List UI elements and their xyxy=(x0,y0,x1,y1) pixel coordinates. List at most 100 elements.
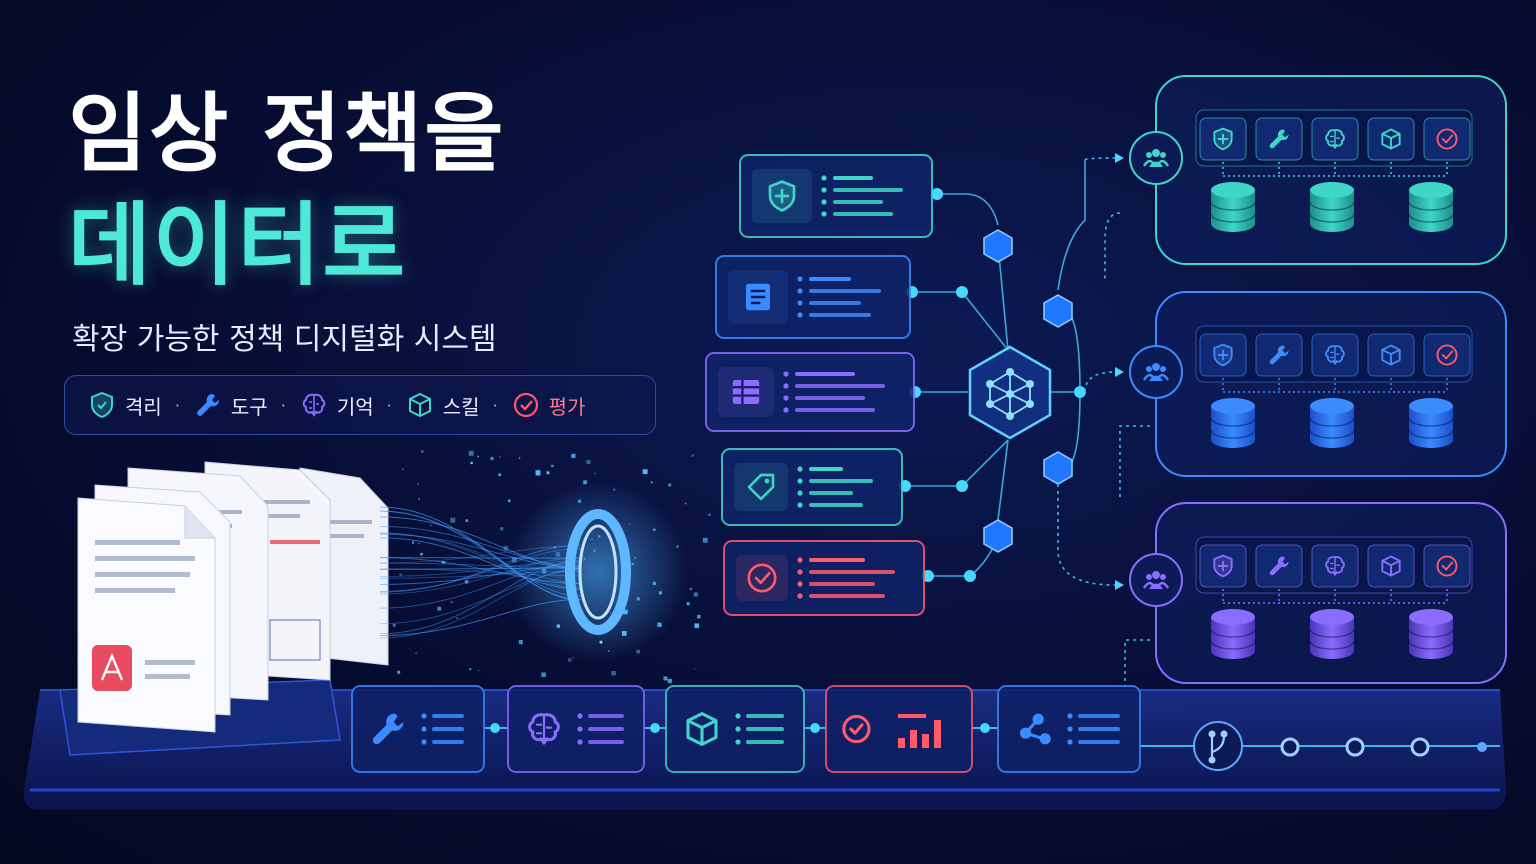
pipeline-card xyxy=(997,685,1141,773)
brain-icon xyxy=(528,713,560,745)
tag-skill: 스킬 xyxy=(405,390,480,420)
tenant-panel xyxy=(1129,75,1507,265)
text-lines xyxy=(1067,713,1120,745)
database-icon xyxy=(1408,398,1454,448)
shield-icon xyxy=(1213,127,1233,151)
pipeline-dots xyxy=(490,723,990,733)
check-circle-icon xyxy=(747,563,777,593)
timeline-end-dot xyxy=(1477,742,1487,752)
policy-card xyxy=(721,448,903,526)
pipeline-card xyxy=(351,685,485,773)
text-lines xyxy=(821,175,903,217)
tenant-panel xyxy=(1129,502,1507,684)
check-circle-icon xyxy=(1436,128,1458,150)
pipeline-cards xyxy=(351,685,1141,773)
text-lines xyxy=(797,466,873,508)
check-circle-icon xyxy=(513,392,538,418)
policy-card xyxy=(705,352,915,432)
pipeline-card xyxy=(507,685,645,773)
text-lines xyxy=(421,713,464,745)
database-icon xyxy=(1210,398,1256,448)
pipeline-card xyxy=(665,685,805,773)
text-lines xyxy=(797,276,881,318)
database-icon xyxy=(1309,609,1355,659)
users-icon xyxy=(1142,571,1170,589)
pdf-icon xyxy=(92,645,132,691)
brain-icon xyxy=(1325,129,1345,149)
tenant-users-badge xyxy=(1129,131,1183,185)
database-icon xyxy=(1309,398,1355,448)
tenant-panel xyxy=(1129,291,1507,477)
pipeline-card xyxy=(825,685,973,773)
separator: · xyxy=(492,395,498,415)
title-line-2: 데이터로 xyxy=(68,193,408,298)
database-icon xyxy=(1408,609,1454,659)
tag-icon xyxy=(747,473,775,501)
shield-icon xyxy=(1213,343,1233,367)
cube-icon xyxy=(1043,451,1073,485)
shield-icon xyxy=(1213,554,1233,578)
cube-icon xyxy=(408,392,431,418)
database-icon xyxy=(1210,609,1256,659)
check-bars-icon xyxy=(842,714,871,744)
check-circle-icon xyxy=(1436,555,1458,577)
text-lines xyxy=(783,371,885,413)
portal-ring xyxy=(508,482,688,662)
policy-card xyxy=(723,540,925,616)
category-tag-bar: 격리 · 도구 · 기억 · 스킬 · 평가 xyxy=(64,375,656,435)
database-icon xyxy=(1210,182,1256,232)
separator: · xyxy=(280,395,286,415)
wrench-icon xyxy=(372,713,404,745)
brain-icon xyxy=(1325,345,1345,365)
bar-chart-icon xyxy=(898,714,941,748)
timeline-nodes xyxy=(1280,737,1430,757)
text-lines xyxy=(797,557,895,599)
title-line-1: 임상 정책을 xyxy=(68,84,506,184)
tenant-panels xyxy=(1129,75,1507,684)
share-nodes-icon xyxy=(1020,713,1051,745)
document-stack xyxy=(59,461,389,756)
tenant-users-badge xyxy=(1129,553,1183,607)
small-cube-nodes xyxy=(983,229,1073,553)
check-circle-icon xyxy=(1436,344,1458,366)
separator: · xyxy=(386,395,392,415)
database-icon xyxy=(1309,182,1355,232)
users-icon xyxy=(1142,363,1170,381)
document-icon xyxy=(746,283,770,311)
cube-icon xyxy=(983,519,1013,553)
tag-label: 평가 xyxy=(548,394,586,419)
shield-icon xyxy=(768,180,796,212)
table-icon xyxy=(732,380,760,405)
tag-evaluation: 평가 xyxy=(511,390,586,420)
wrench-icon xyxy=(197,393,219,416)
tenant-arrows xyxy=(1057,157,1150,690)
tag-label: 기억 xyxy=(336,394,374,419)
arrow-heads xyxy=(1115,153,1124,590)
tenant-users-badge xyxy=(1129,345,1183,399)
policy-cards xyxy=(705,154,933,616)
network-hub-icon xyxy=(968,345,1052,440)
brain-icon xyxy=(302,393,326,417)
cube-icon xyxy=(1381,128,1401,150)
tag-label: 스킬 xyxy=(442,394,480,419)
tag-tools: 도구 xyxy=(193,390,268,420)
cube-icon xyxy=(1381,555,1401,577)
separator: · xyxy=(174,395,180,415)
wrench-icon xyxy=(1269,345,1289,365)
brain-icon xyxy=(1325,556,1345,576)
document-page xyxy=(77,497,216,733)
text-lines xyxy=(577,713,624,745)
tag-label: 격리 xyxy=(125,394,162,419)
git-branch-icon xyxy=(1193,721,1243,771)
subtitle: 확장 가능한 정책 디지털화 시스템 xyxy=(72,322,497,357)
cube-icon xyxy=(1043,294,1073,328)
cube-icon xyxy=(1381,344,1401,366)
tag-isolation: 격리 xyxy=(87,390,162,420)
tag-label: 도구 xyxy=(230,394,268,419)
shield-icon xyxy=(91,391,113,419)
cube-icon xyxy=(983,229,1013,263)
tag-memory: 기억 xyxy=(299,390,374,420)
policy-card xyxy=(739,154,933,238)
wrench-icon xyxy=(1269,129,1289,149)
